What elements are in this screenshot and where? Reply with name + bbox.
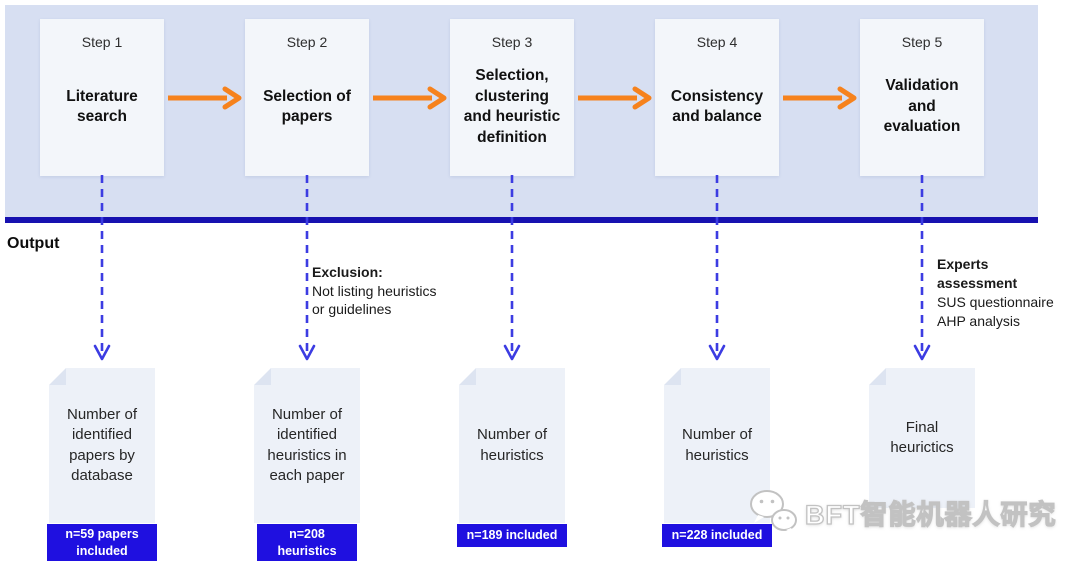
step-title: Selection of papers [263, 87, 351, 126]
dashed-down-arrow-icon [913, 175, 931, 361]
watermark: BFT智能机器人研究 [747, 487, 1056, 537]
exclusion-body: Not listing heuristics or guidelines [312, 282, 437, 318]
output-box-2: Number of identified heuristics in each … [254, 368, 360, 523]
folded-corner [254, 368, 271, 385]
wechat-icon [750, 490, 797, 534]
arrow-right-icon [168, 86, 242, 110]
step-box-4: Step 4 Consistency and balance [655, 19, 779, 176]
step-box-2: Step 2 Selection of papers [245, 19, 369, 176]
step-label: Step 3 [491, 34, 533, 50]
output-text: Number of heuristics [681, 426, 753, 464]
exclusion-note: Exclusion: Not listing heuristics or gui… [312, 263, 437, 319]
divider-line [5, 217, 1038, 223]
step-label: Step 1 [81, 34, 123, 50]
arrow-right-icon [783, 86, 857, 110]
count-badge-3: n=189 included [457, 524, 567, 547]
dashed-down-arrow-icon [708, 175, 726, 361]
output-text: Number of identified heuristics in each … [267, 405, 347, 485]
step-title: Selection, clustering and heuristic defi… [463, 67, 561, 146]
watermark-text: BFT智能机器人研究 [804, 499, 1057, 530]
step-title: Consistency and balance [670, 87, 764, 126]
count-badge-2: n=208 heuristics [257, 524, 357, 561]
output-box-5: Final heurictics [869, 368, 975, 508]
output-text: Number of identified papers by database [66, 405, 138, 485]
output-label: Output [7, 235, 60, 252]
step-label: Step 2 [286, 34, 328, 50]
output-text: Number of heuristics [476, 426, 548, 464]
dashed-down-arrow-icon [298, 175, 316, 361]
experts-note: Experts assessment SUS questionnaire AHP… [937, 255, 1054, 331]
folded-corner [869, 368, 886, 385]
step-label: Step 4 [696, 34, 738, 50]
dashed-down-arrow-icon [503, 175, 521, 361]
exclusion-heading: Exclusion: [312, 264, 383, 280]
step-box-1: Step 1 Literature search [40, 19, 164, 176]
output-text: Final heurictics [890, 418, 954, 457]
step-box-5: Step 5 Validation and evaluation [860, 19, 984, 176]
folded-corner [49, 368, 66, 385]
arrow-right-icon [373, 86, 447, 110]
folded-corner [664, 368, 681, 385]
arrow-right-icon [578, 86, 652, 110]
step-box-3: Step 3 Selection, clustering and heurist… [450, 19, 574, 176]
output-box-3: Number of heuristics [459, 368, 565, 523]
step-title: Validation and evaluation [883, 77, 961, 136]
dashed-down-arrow-icon [93, 175, 111, 361]
experts-body: SUS questionnaire AHP analysis [937, 294, 1054, 329]
step-label: Step 5 [901, 34, 943, 50]
folded-corner [459, 368, 476, 385]
count-badge-1: n=59 papers included [47, 524, 157, 561]
step-title: Literature search [66, 87, 138, 126]
output-box-1: Number of identified papers by database [49, 368, 155, 523]
experts-heading: Experts assessment [937, 256, 1018, 291]
count-badge-4: n=228 included [662, 524, 772, 547]
